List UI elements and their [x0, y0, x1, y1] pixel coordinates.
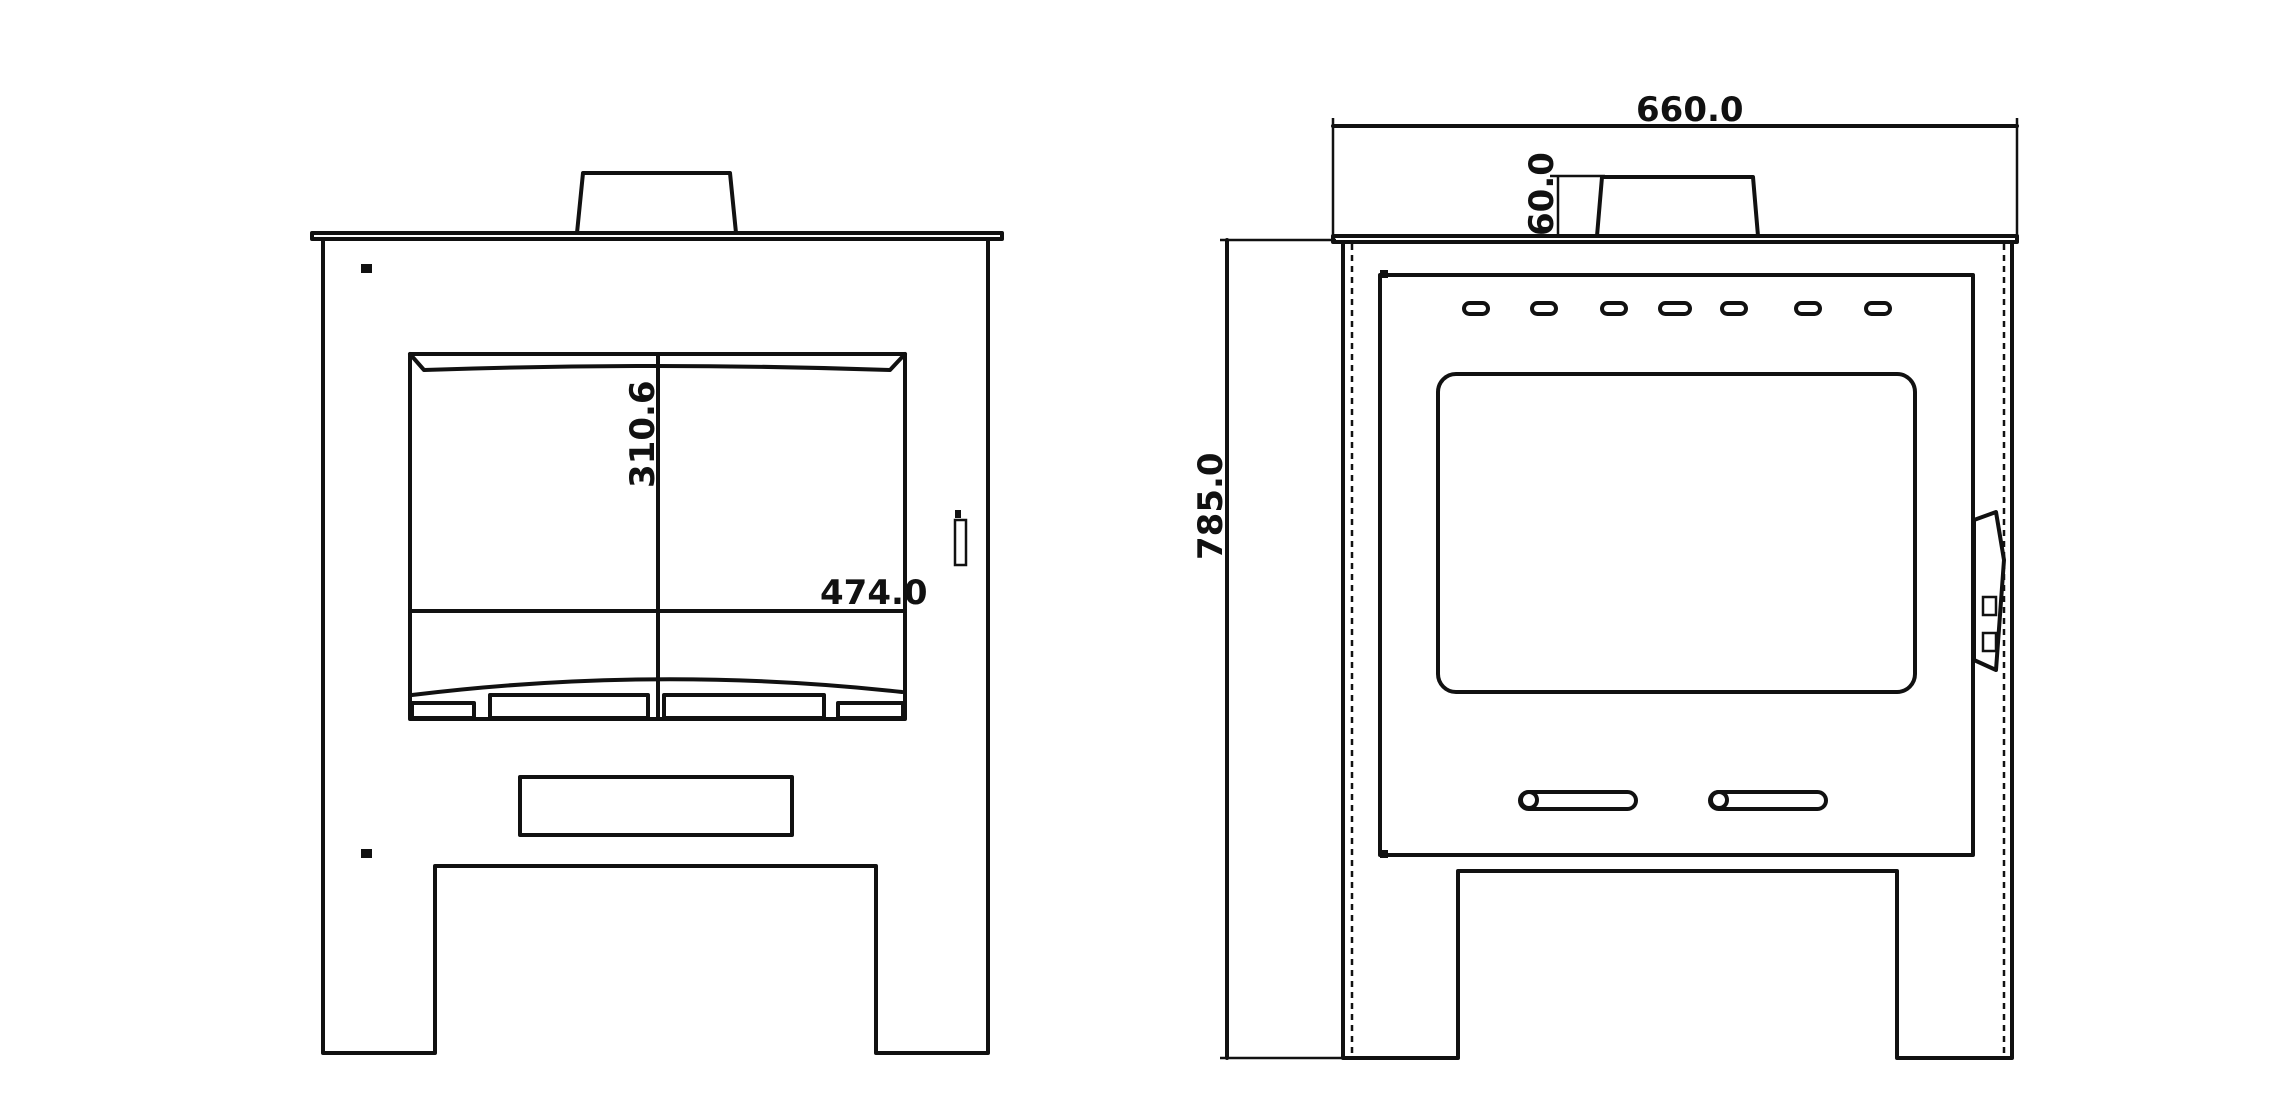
side-handle-button-2 — [1981, 631, 1998, 653]
side-top-plate — [1331, 234, 2019, 244]
bottom-air-slot-left-end — [1519, 790, 1539, 810]
front-view: 310.6 474.0 — [310, 171, 1004, 1055]
stove-body-outline — [321, 237, 990, 1055]
flue-collar — [575, 171, 738, 235]
door-panel — [1378, 273, 1975, 857]
side-flue-collar — [1595, 175, 1760, 238]
door-hinge-bottom — [1380, 850, 1388, 858]
grate-slot-3 — [662, 693, 826, 720]
air-vent-slot-4 — [1658, 301, 1692, 316]
window-width-dimension-label: 474.0 — [820, 573, 928, 613]
side-handle-button-1 — [1981, 595, 1998, 617]
window-height-dimension-label: 310.6 — [623, 380, 663, 488]
side-view: 660.0 60.0 785.0 — [1191, 90, 2019, 1060]
air-vent-slot-2 — [1530, 301, 1558, 316]
side-body-outline — [1341, 240, 2014, 1060]
air-vent-slot-5 — [1720, 301, 1748, 316]
bottom-air-slot-right-end — [1709, 790, 1729, 810]
air-vent-slot-3 — [1600, 301, 1628, 316]
body-marker-top — [361, 264, 372, 273]
body-marker-bottom — [361, 849, 372, 858]
door-handle-knob — [955, 510, 961, 518]
door-glass-window — [1436, 372, 1917, 694]
flue-height-dimension-label: 60.0 — [1522, 152, 1562, 236]
grate-slot-2 — [488, 693, 650, 720]
air-vent-slot-6 — [1794, 301, 1822, 316]
side-door-handle — [1972, 510, 2006, 672]
grate-slot-4 — [836, 701, 905, 720]
grate-slot-1 — [410, 701, 476, 720]
air-vent-slot-1 — [1462, 301, 1490, 316]
door-handle — [953, 518, 968, 567]
ash-pan-plate — [518, 775, 794, 837]
air-vent-slot-7 — [1864, 301, 1892, 316]
overall-width-dimension-label: 660.0 — [1636, 90, 1744, 130]
top-plate — [310, 231, 1004, 241]
overall-height-dimension-label: 785.0 — [1191, 452, 1231, 560]
door-hinge-top — [1380, 270, 1388, 278]
